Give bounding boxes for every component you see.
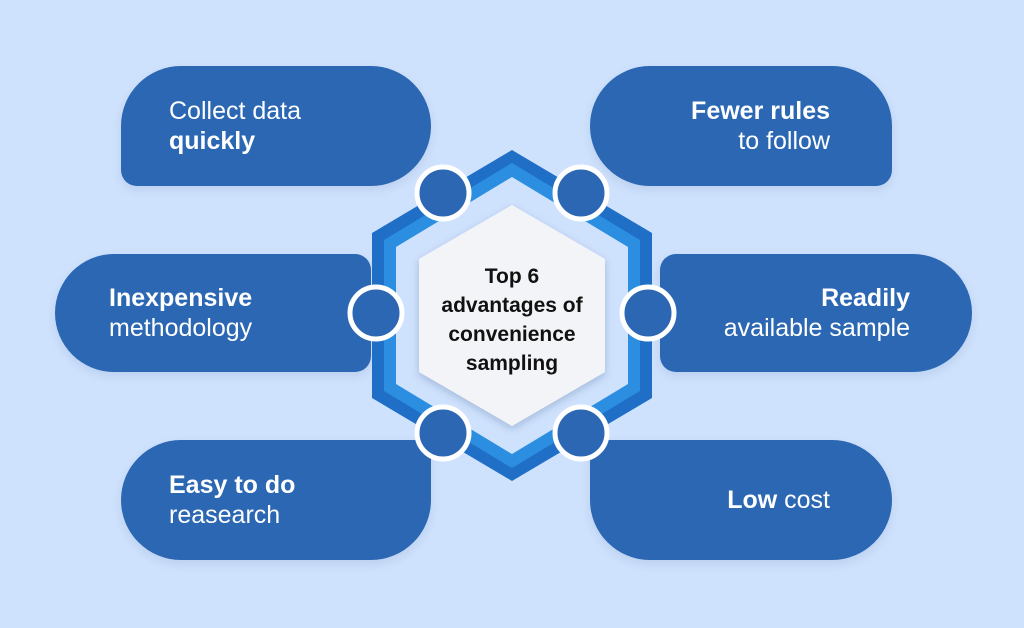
item-line-2: available sample	[723, 314, 910, 342]
item-bold-part: Low	[727, 486, 778, 514]
item-line-1: Low cost	[727, 485, 830, 515]
item-fewer-rules: Fewer rules to follow	[590, 66, 892, 186]
item-line-1: Inexpensive	[109, 284, 253, 312]
item-line-1: Fewer rules	[691, 97, 830, 125]
center-title-line: Top 6	[484, 265, 540, 288]
node-circle-bottom-right	[552, 404, 610, 462]
item-rest-part: cost	[777, 486, 830, 514]
center-title-line: sampling	[465, 352, 559, 375]
center-title-line: advantages of	[441, 294, 583, 317]
item-inexpensive-methodology: Inexpensive methodology	[55, 254, 371, 372]
center-title: Top 6 advantages of convenience sampling	[412, 262, 612, 378]
item-line-2: reasearch	[169, 501, 281, 529]
item-collect-data-quickly: Collect data quickly	[121, 66, 431, 186]
node-circle-middle-left	[347, 284, 405, 342]
item-readily-available-sample: Readily available sample	[660, 254, 972, 372]
node-circle-bottom-left	[414, 404, 472, 462]
center-title-line: convenience	[448, 323, 576, 346]
item-line-2: to follow	[738, 127, 830, 155]
center-hexagon	[419, 205, 605, 426]
item-line-1: Readily	[821, 284, 910, 312]
item-line-1: Easy to do	[169, 471, 296, 499]
node-circle-middle-right	[619, 284, 677, 342]
item-line-2: quickly	[169, 127, 256, 155]
item-easy-to-do-research: Easy to do reasearch	[121, 440, 431, 560]
item-line-2: methodology	[109, 314, 253, 342]
node-circle-top-right	[552, 164, 610, 222]
item-low-cost: Low cost	[590, 440, 892, 560]
item-line-1: Collect data	[169, 97, 302, 125]
node-circle-top-left	[414, 164, 472, 222]
